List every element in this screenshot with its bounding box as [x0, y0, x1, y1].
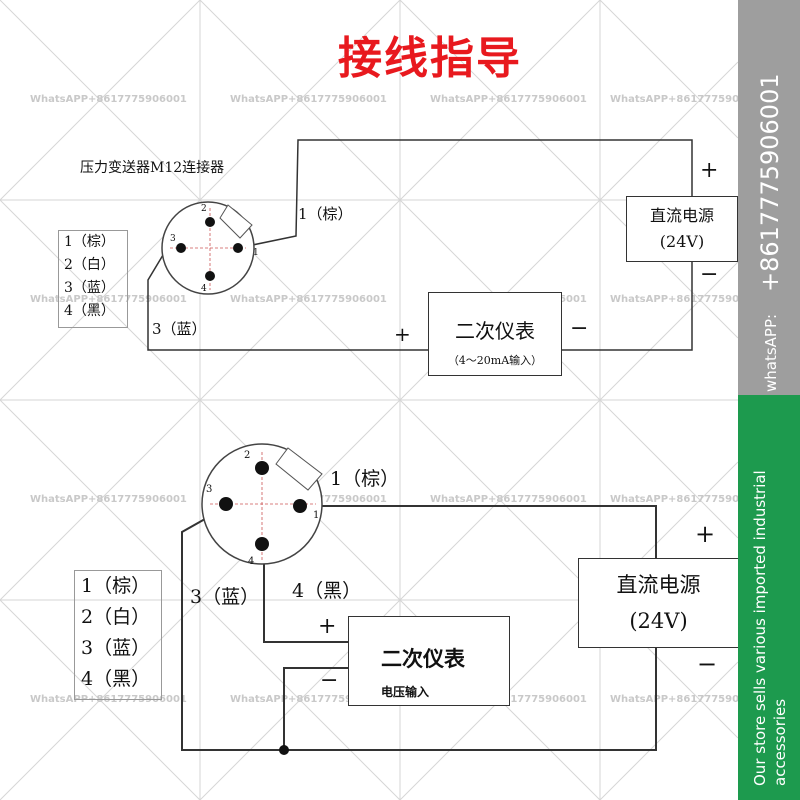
- bottom-meter-input: 电压输入: [381, 685, 430, 699]
- bottom-pin-2: [255, 461, 269, 475]
- top-power-voltage: (24V): [659, 232, 705, 251]
- sidebar-phone: +8617775906001: [756, 73, 784, 292]
- top-pin-1: [233, 243, 243, 253]
- bottom-power-supply: 直流电源 (24V): [578, 558, 738, 648]
- bottom-power-minus: −: [697, 650, 718, 678]
- bottom-wire-meter-minus: [283, 667, 348, 750]
- top-meter-plus: +: [394, 322, 411, 346]
- watermark: WhatsAPP+8617775906001: [610, 694, 767, 705]
- top-pin-label-1: 1: [253, 248, 259, 258]
- top-power-supply: 直流电源 (24V): [626, 196, 738, 262]
- bottom-pin-label-1: 1: [313, 510, 320, 521]
- legend-item: 4（黑）: [81, 668, 151, 690]
- sidebar-store-line1: Our store sells various imported industr…: [751, 470, 769, 786]
- sidebar-store-panel: [738, 395, 800, 800]
- top-wire-power-minus: [562, 262, 693, 351]
- watermark: WhatsAPP+8617775906001: [230, 694, 387, 705]
- watermark: WhatsAPP+8617775906001: [30, 94, 187, 105]
- top-connector: [161, 201, 255, 295]
- legend-item: 3（蓝）: [64, 280, 115, 296]
- bottom-color-legend: 1（棕） 2（白） 3（蓝） 4（黑）: [74, 570, 162, 700]
- top-pin-4: [205, 271, 215, 281]
- bottom-power-title: 直流电源: [616, 573, 701, 597]
- top-power-minus: −: [700, 262, 719, 287]
- legend-item: 2（白）: [81, 606, 151, 628]
- bottom-pin-4: [255, 537, 269, 551]
- top-color-legend: 1（棕） 2（白） 3（蓝） 4（黑）: [58, 230, 128, 328]
- sidebar-store-line2: accessories: [771, 698, 789, 786]
- bottom-pin-label-3: 3: [206, 484, 213, 495]
- bottom-pin-label-4: 4: [248, 556, 255, 567]
- top-pin-3: [176, 243, 186, 253]
- bottom-power-plus: +: [695, 520, 716, 548]
- legend-item: 2（白）: [64, 257, 115, 273]
- bottom-meter-plus: +: [318, 614, 337, 639]
- top-wire-3-label: 3（蓝）: [152, 320, 207, 338]
- watermark: WhatsAPP+8617775906001: [430, 494, 587, 505]
- bottom-pin-label-2: 2: [244, 450, 251, 461]
- legend-item: 1（棕）: [64, 234, 115, 250]
- bottom-pin-1: [293, 499, 307, 513]
- bottom-wire-4: [263, 544, 348, 643]
- page-title: 接线指导: [338, 33, 522, 84]
- bottom-secondary-meter: 二次仪表 电压输入: [348, 616, 510, 706]
- top-pin-label-2: 2: [201, 204, 207, 214]
- bottom-wire-4-label: 4（黑）: [292, 580, 362, 602]
- top-meter-input: （4～20mA输入）: [447, 354, 543, 367]
- bottom-wire-1-label: 1（棕）: [330, 468, 400, 490]
- bottom-meter-minus: −: [320, 668, 339, 693]
- top-secondary-meter: 二次仪表 （4～20mA输入）: [428, 292, 562, 376]
- legend-item: 4（黑）: [64, 303, 115, 319]
- watermark: WhatsAPP+8617775906001: [610, 294, 767, 305]
- top-pin-2: [205, 217, 215, 227]
- sidebar-contact-panel: [738, 0, 800, 395]
- top-power-plus: +: [700, 158, 719, 183]
- watermark: WhatsAPP+8617775906001: [30, 294, 187, 305]
- bottom-wire-power-minus: [282, 648, 657, 751]
- watermark: WhatsAPP+8617775906001: [30, 494, 187, 505]
- watermark: WhatsAPP+8617775906001: [230, 94, 387, 105]
- legend-item: 1（棕）: [81, 575, 151, 597]
- bottom-wiring-lines: [181, 443, 657, 755]
- top-wire-1-label: 1（棕）: [298, 205, 353, 223]
- connector-title: 压力变送器M12连接器: [80, 160, 225, 176]
- bottom-meter-title: 二次仪表: [381, 647, 465, 671]
- watermark: WhatsAPP+8617775906001: [610, 94, 767, 105]
- bottom-wire-1: [300, 505, 657, 558]
- legend-item: 3（蓝）: [81, 637, 151, 659]
- top-meter-minus: −: [570, 316, 589, 341]
- top-pin-label-4: 4: [201, 284, 207, 294]
- top-pin-label-3: 3: [170, 234, 176, 244]
- watermark: WhatsAPP+8617775906001: [610, 494, 767, 505]
- watermark: WhatsAPP+8617775906001: [230, 294, 387, 305]
- watermark: WhatsAPP+8617775906001: [430, 94, 587, 105]
- top-wire-3: [147, 239, 428, 351]
- top-wire-1: [237, 139, 693, 249]
- bottom-connector: [201, 443, 323, 565]
- bottom-pin-3: [219, 497, 233, 511]
- sidebar-whatsapp-label: whatsAPP:: [762, 313, 780, 392]
- bottom-junction-dot: [279, 745, 289, 755]
- top-power-title: 直流电源: [649, 206, 714, 225]
- bottom-wire-3-label: 3（蓝）: [190, 586, 260, 608]
- top-meter-title: 二次仪表: [455, 319, 535, 343]
- top-wiring-lines: [147, 139, 693, 351]
- bottom-power-voltage: (24V): [629, 609, 688, 633]
